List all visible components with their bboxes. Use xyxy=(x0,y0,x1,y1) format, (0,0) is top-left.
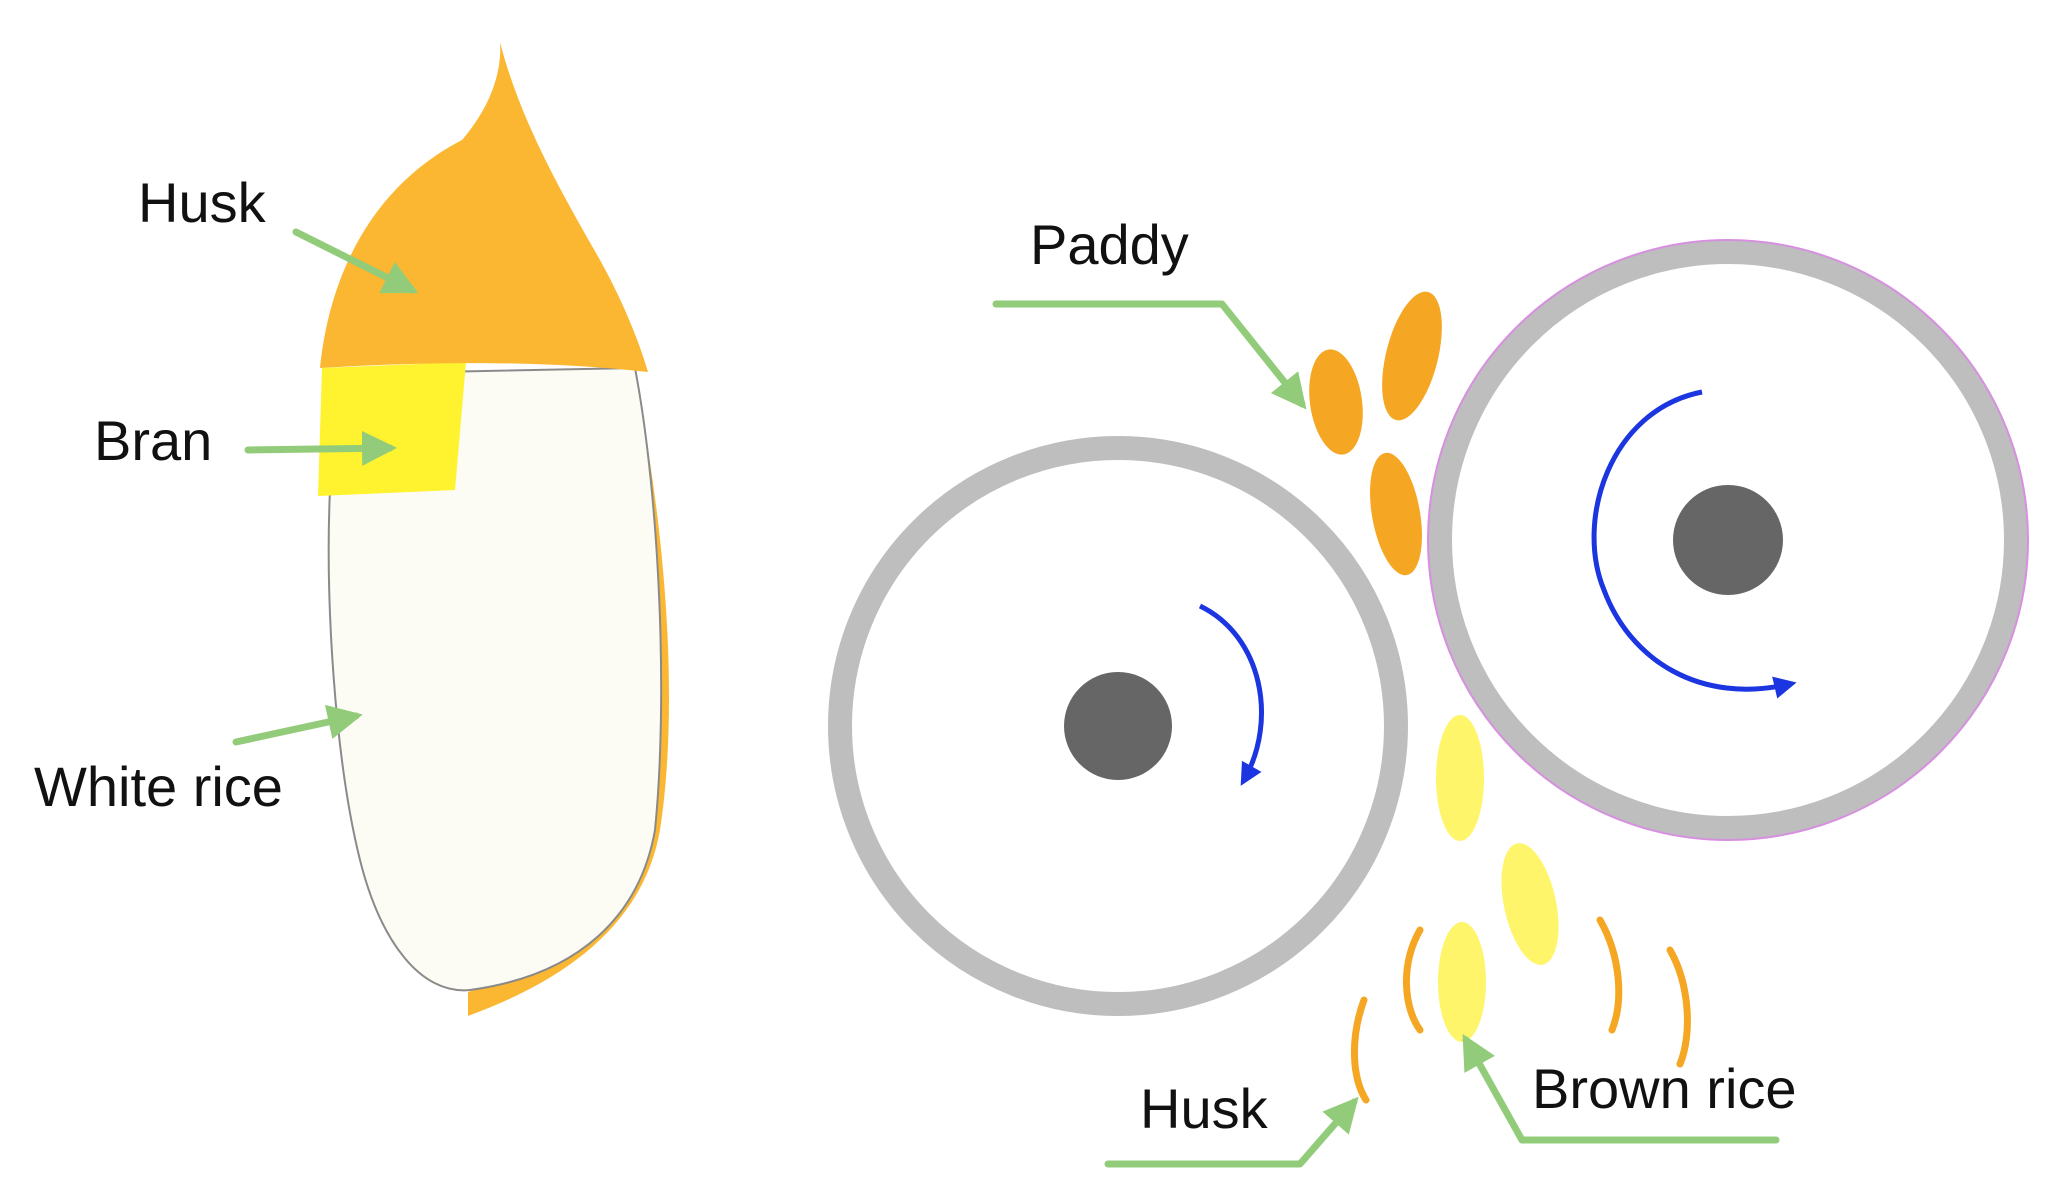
brown-rice-grain xyxy=(1438,922,1486,1042)
paddy-grain xyxy=(1370,452,1422,576)
label-mill-husk: Husk xyxy=(1140,1077,1269,1140)
grain-husk-cap xyxy=(320,42,648,372)
arrow-grain-husk xyxy=(292,228,419,294)
husk-fragments xyxy=(1350,916,1691,1104)
brown-rice-grains xyxy=(1436,715,1559,1042)
arrow-mill-paddy xyxy=(992,300,1307,410)
arrow-mill-brown-rice xyxy=(1462,1033,1780,1144)
roller-right-hub xyxy=(1673,485,1783,595)
arrow-grain-bran xyxy=(244,430,397,466)
label-mill-brown-rice: Brown rice xyxy=(1532,1057,1797,1120)
label-grain-husk: Husk xyxy=(138,171,267,234)
husk-fragment xyxy=(1402,926,1424,1034)
label-mill-paddy: Paddy xyxy=(1030,213,1189,276)
rotation-arrow-icon xyxy=(1198,603,1264,786)
grain-bran xyxy=(318,362,466,496)
husk-fragment xyxy=(1596,916,1623,1034)
rotation-arrow-icon xyxy=(1591,389,1797,699)
rice-grain xyxy=(318,42,670,1016)
paddy-grain xyxy=(1309,349,1363,455)
husk-fragment xyxy=(1666,946,1691,1068)
arrow-mill-husk xyxy=(1104,1096,1359,1168)
husk-fragment xyxy=(1350,996,1370,1104)
roller-right xyxy=(1427,239,2029,841)
label-grain-bran: Bran xyxy=(94,409,212,472)
paddy-grain xyxy=(1382,291,1442,421)
brown-rice-grain xyxy=(1501,843,1559,965)
roller-left xyxy=(828,436,1408,1016)
roller-left-hub xyxy=(1064,672,1172,780)
paddy-grains xyxy=(1309,291,1442,576)
arrow-grain-white-rice xyxy=(232,704,363,746)
label-grain-white-rice: White rice xyxy=(34,755,283,818)
roller-right-ring-outline xyxy=(1427,239,2029,841)
brown-rice-grain xyxy=(1436,715,1484,841)
